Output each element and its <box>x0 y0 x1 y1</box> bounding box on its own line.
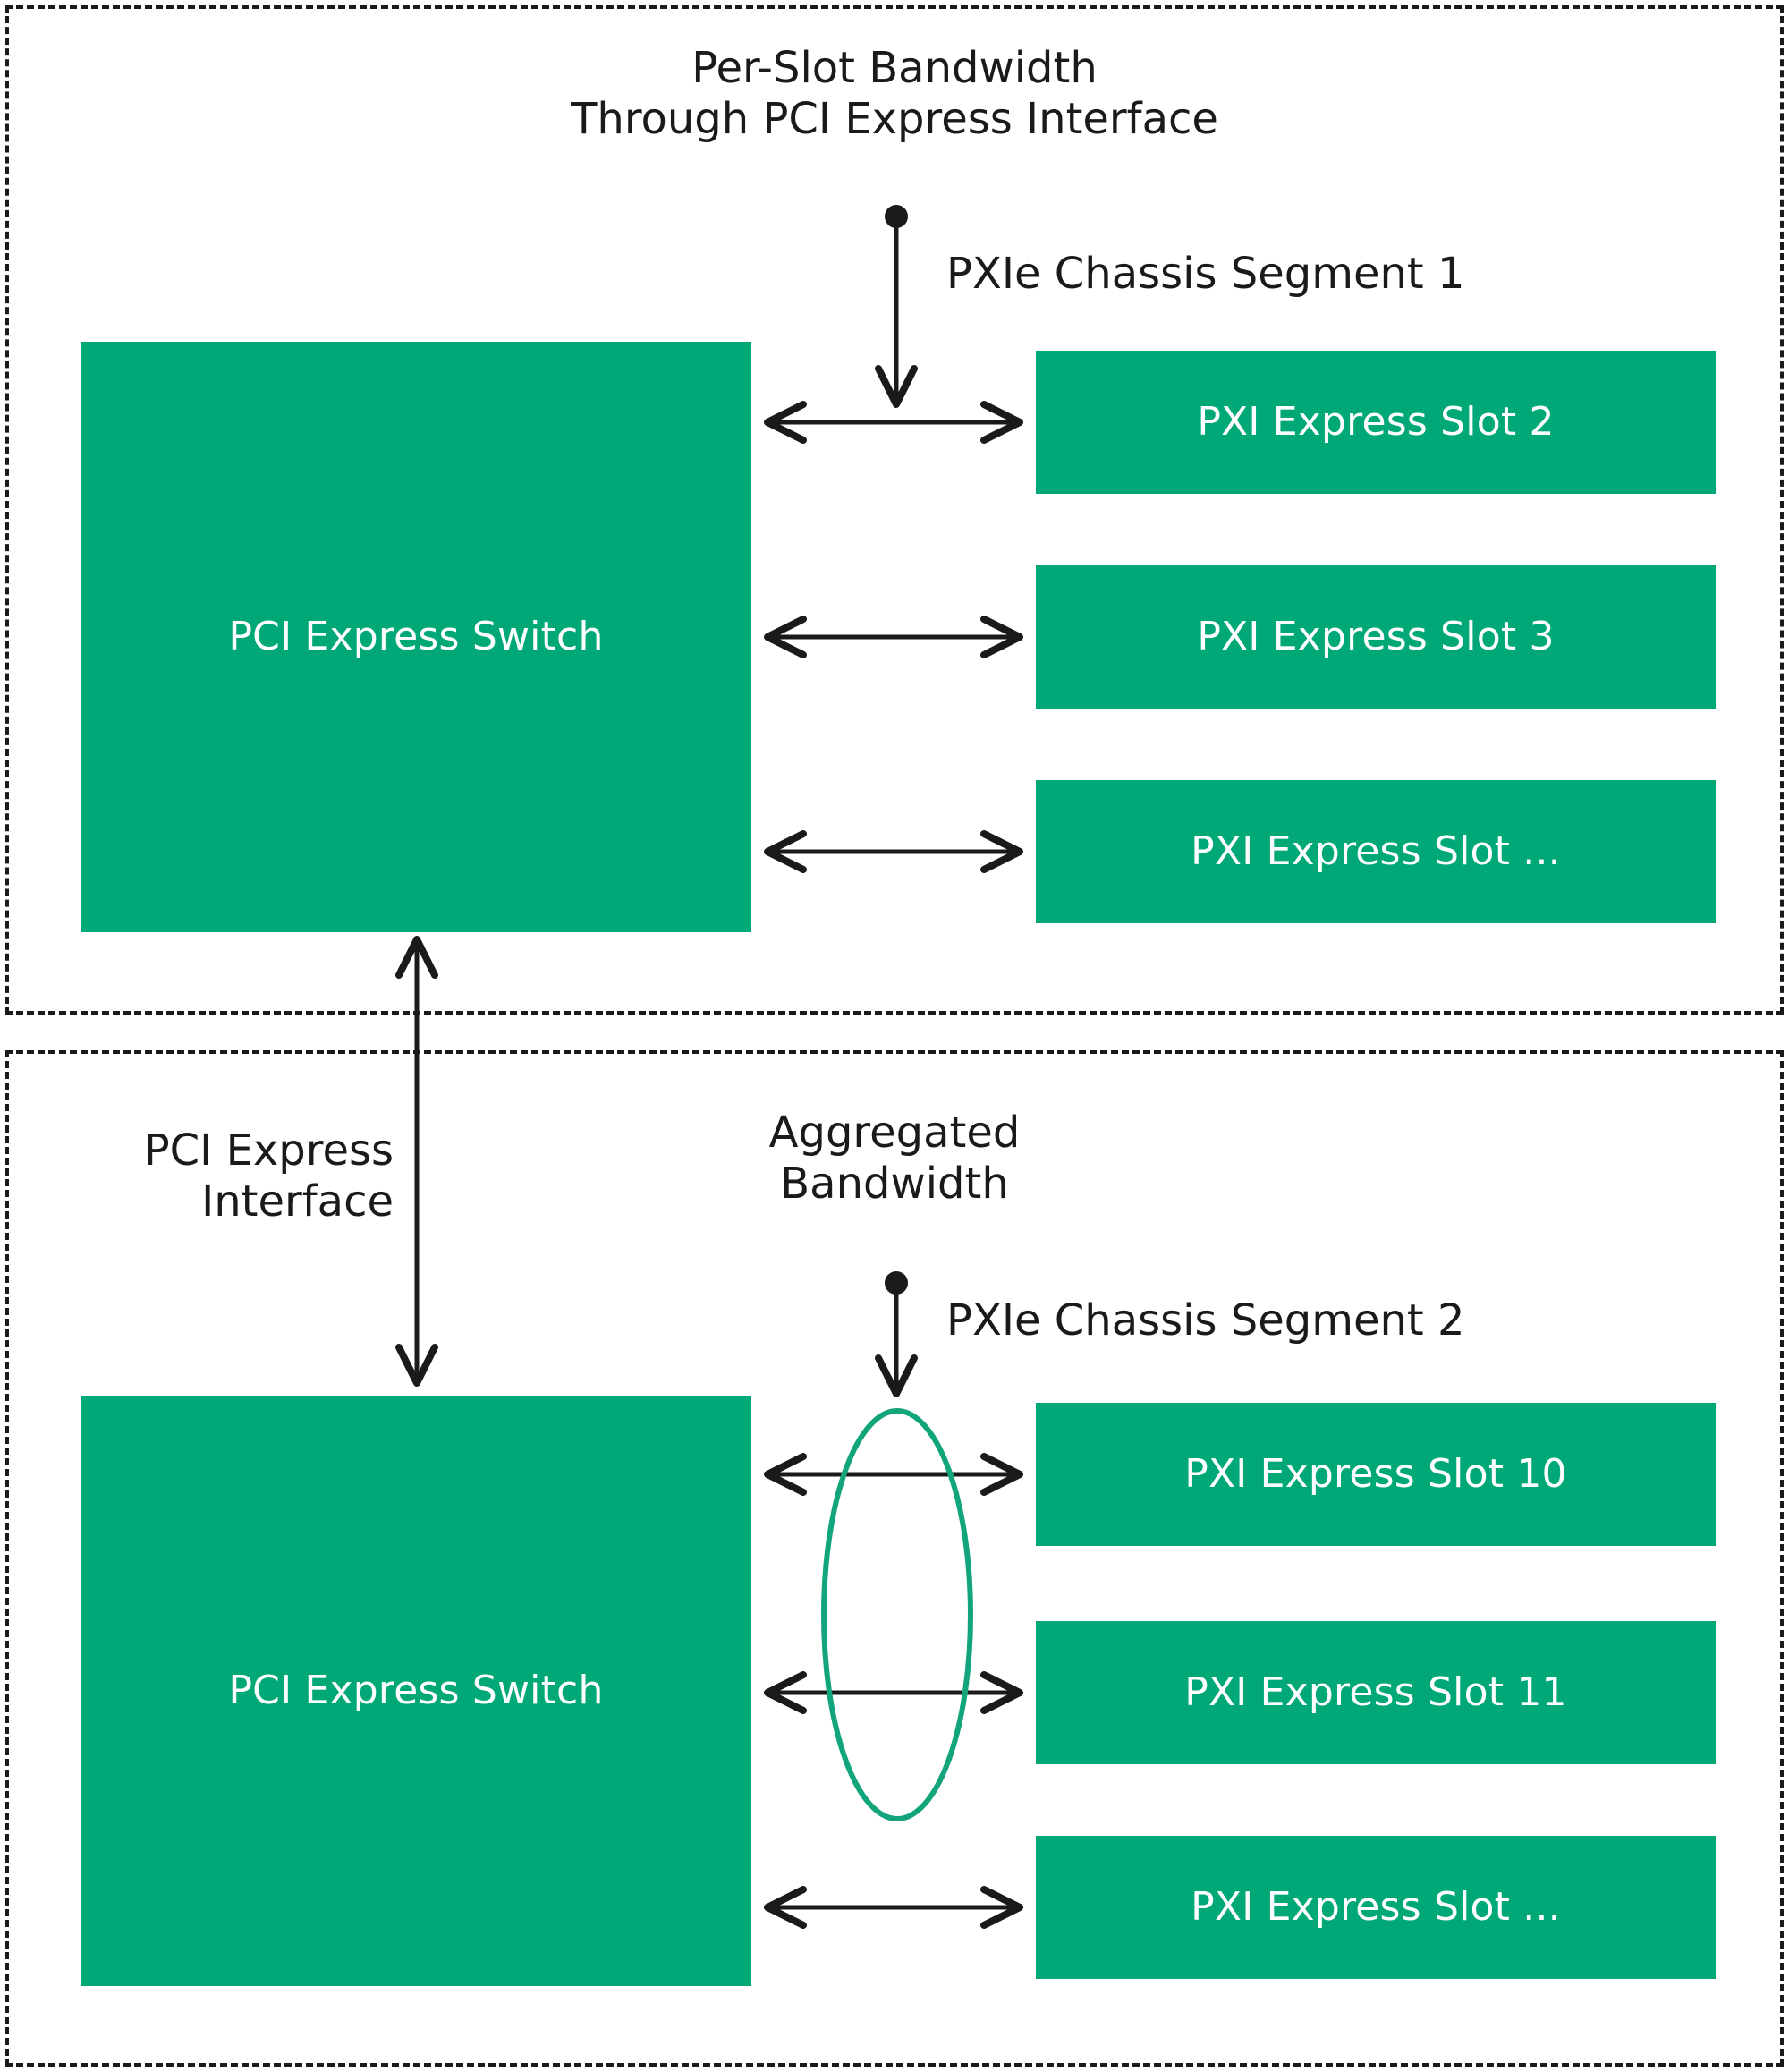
switch-label: PCI Express Switch <box>228 613 604 659</box>
slot-label: PXI Express Slot 2 <box>1197 398 1555 445</box>
segment-1-slot-2[interactable]: PXI Express Slot ... <box>1036 780 1716 923</box>
switch-label: PCI Express Switch <box>228 1667 604 1713</box>
pci-express-interface-label: PCI Express Interface <box>143 1125 394 1227</box>
segment-2-title: PXIe Chassis Segment 2 <box>946 1295 1465 1346</box>
segment-2-boundary <box>5 1050 1784 2067</box>
slot-label: PXI Express Slot ... <box>1191 1883 1561 1930</box>
segment-1-boundary <box>5 5 1784 1015</box>
slot-label: PXI Express Slot ... <box>1191 828 1561 874</box>
segment-1-slot-0[interactable]: PXI Express Slot 2 <box>1036 351 1716 494</box>
slot-label: PXI Express Slot 10 <box>1184 1450 1567 1497</box>
segment-1-title: PXIe Chassis Segment 1 <box>946 249 1465 299</box>
segment-2-pci-express-switch[interactable]: PCI Express Switch <box>81 1396 751 1986</box>
segment-2-slot-2[interactable]: PXI Express Slot ... <box>1036 1836 1716 1979</box>
segment-1-slot-1[interactable]: PXI Express Slot 3 <box>1036 565 1716 709</box>
slot-label: PXI Express Slot 3 <box>1197 613 1555 659</box>
aggregated-bandwidth-callout-label: Aggregated Bandwidth <box>768 1108 1021 1209</box>
segment-2-slot-1[interactable]: PXI Express Slot 11 <box>1036 1621 1716 1764</box>
per-slot-bandwidth-callout-label: Per-Slot Bandwidth Through PCI Express I… <box>571 43 1218 144</box>
segment-1-pci-express-switch[interactable]: PCI Express Switch <box>81 342 751 932</box>
segment-2-slot-0[interactable]: PXI Express Slot 10 <box>1036 1403 1716 1546</box>
slot-label: PXI Express Slot 11 <box>1184 1669 1567 1715</box>
